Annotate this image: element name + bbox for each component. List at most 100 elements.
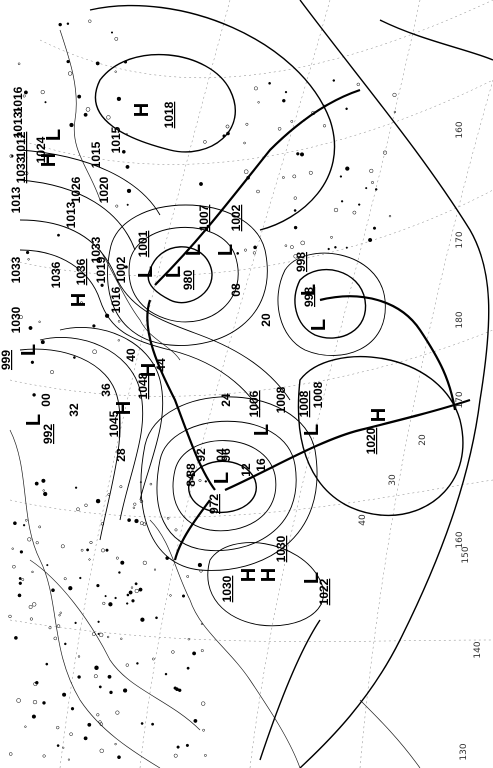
longitude-label: 160 [455,121,465,138]
longitude-label: 150 [461,546,471,563]
station-plot [165,556,170,560]
station-plot [293,196,297,200]
isobar-label: 04 [214,448,228,462]
station-plot [222,134,226,138]
station-plot [284,90,288,94]
station-plot [95,498,101,504]
system-letter: L [135,266,157,278]
station-plot [67,758,70,761]
longitude-label: 170 [455,231,465,248]
station-plot [64,642,67,646]
station-plot [369,168,374,173]
station-plot [97,632,100,635]
station-plot [31,570,34,574]
station-plot [59,611,62,614]
coastlines [9,29,421,768]
station-plot [56,744,60,747]
station-plot [107,493,111,496]
station-plot [58,614,61,617]
station-plot [60,544,65,549]
station-plot [38,525,42,529]
isobar-label: 20 [259,313,273,327]
station-plot [198,479,202,482]
station-plot [120,560,125,565]
station-plot [93,674,98,679]
station-plot [153,568,157,571]
system-letter: L [211,472,233,484]
station-plot [23,90,28,95]
system-letter: L [301,572,323,584]
station-plot [142,560,147,565]
station-plot [94,665,99,671]
system-letter: L [183,244,205,256]
station-plot [25,519,28,522]
station-plot [40,90,45,95]
system-letter: L [43,129,65,141]
station-plot [244,248,247,252]
station-plot [76,507,80,512]
station-plot [66,22,70,25]
station-plot [392,92,397,97]
station-plot [173,753,178,758]
station-plot [51,588,55,593]
station-plot [79,576,82,580]
station-plot [311,110,316,116]
station-plot [86,548,90,552]
station-plot [97,620,100,623]
station-plot [32,393,36,397]
station-plot [245,122,249,126]
station-plot [200,649,204,653]
system-letter: H [113,401,135,415]
system-pressure-value: 1012 [14,131,28,158]
latitude-label: 20 [418,434,428,446]
station-plot [303,119,306,122]
station-plot [134,518,139,524]
station-plot [32,699,38,705]
station-plot [18,581,22,585]
longitude-label: 160 [455,531,465,548]
station-plot [236,252,240,255]
station-plot [98,720,102,724]
system-pressure-value: 1020 [364,427,378,454]
system-pressure-value: 1008 [297,390,311,417]
station-plot [382,150,388,155]
system-pressure-value: 1048 [136,372,150,399]
station-plot [69,122,74,128]
station-plot [46,564,49,567]
station-plot [282,176,285,179]
station-plot [73,356,76,359]
station-plot [134,582,138,586]
station-plot [290,245,294,249]
system-letter: H [131,103,153,117]
isobar-label: 1030 [9,306,23,333]
station-plot [388,214,392,218]
station-plot [114,37,119,41]
station-plot [277,127,282,131]
station-plot [24,171,29,176]
station-plot [66,59,70,64]
isobar-label: 1016 [109,286,123,313]
station-plot [131,599,135,603]
station-plot [77,675,81,679]
isobar-label: 1013 [64,201,78,228]
system-pressure-value: 1022 [317,578,331,605]
system-letter: H [138,363,160,377]
station-plot [101,548,105,553]
station-plot [115,204,119,208]
station-plot [292,174,297,179]
station-plot [92,324,96,328]
station-plot [24,725,27,728]
station-plot [169,594,172,597]
station-plot [106,115,111,120]
system-pressure-value: 1006 [247,390,261,417]
